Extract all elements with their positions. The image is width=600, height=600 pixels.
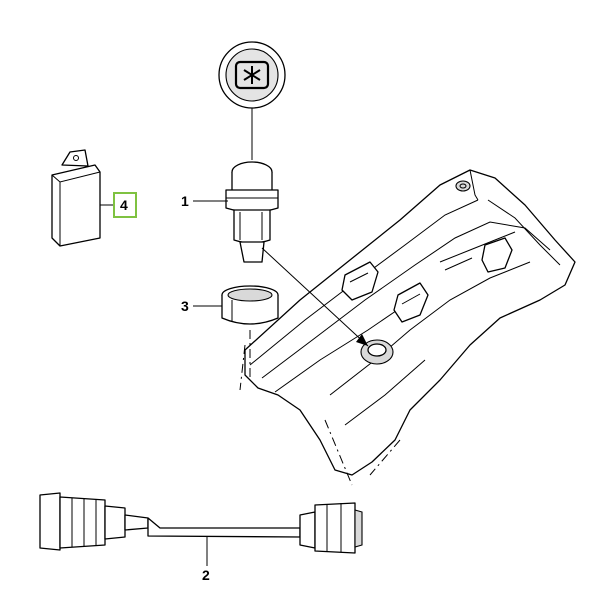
relay-module bbox=[51, 149, 101, 247]
mounting-ring bbox=[221, 285, 279, 325]
fender-assembly bbox=[239, 169, 576, 486]
callout-1: 1 bbox=[181, 193, 189, 209]
snowflake-bracket-icon bbox=[218, 41, 286, 109]
install-arrow-head bbox=[356, 334, 368, 346]
callout-2: 2 bbox=[202, 567, 210, 583]
install-arrow bbox=[261, 247, 369, 347]
push-switch bbox=[225, 161, 279, 263]
callout-4: 4 bbox=[120, 197, 128, 213]
callout-4-highlight-box bbox=[113, 192, 137, 218]
callout-3: 3 bbox=[181, 298, 189, 314]
wiring-harness bbox=[39, 492, 363, 554]
